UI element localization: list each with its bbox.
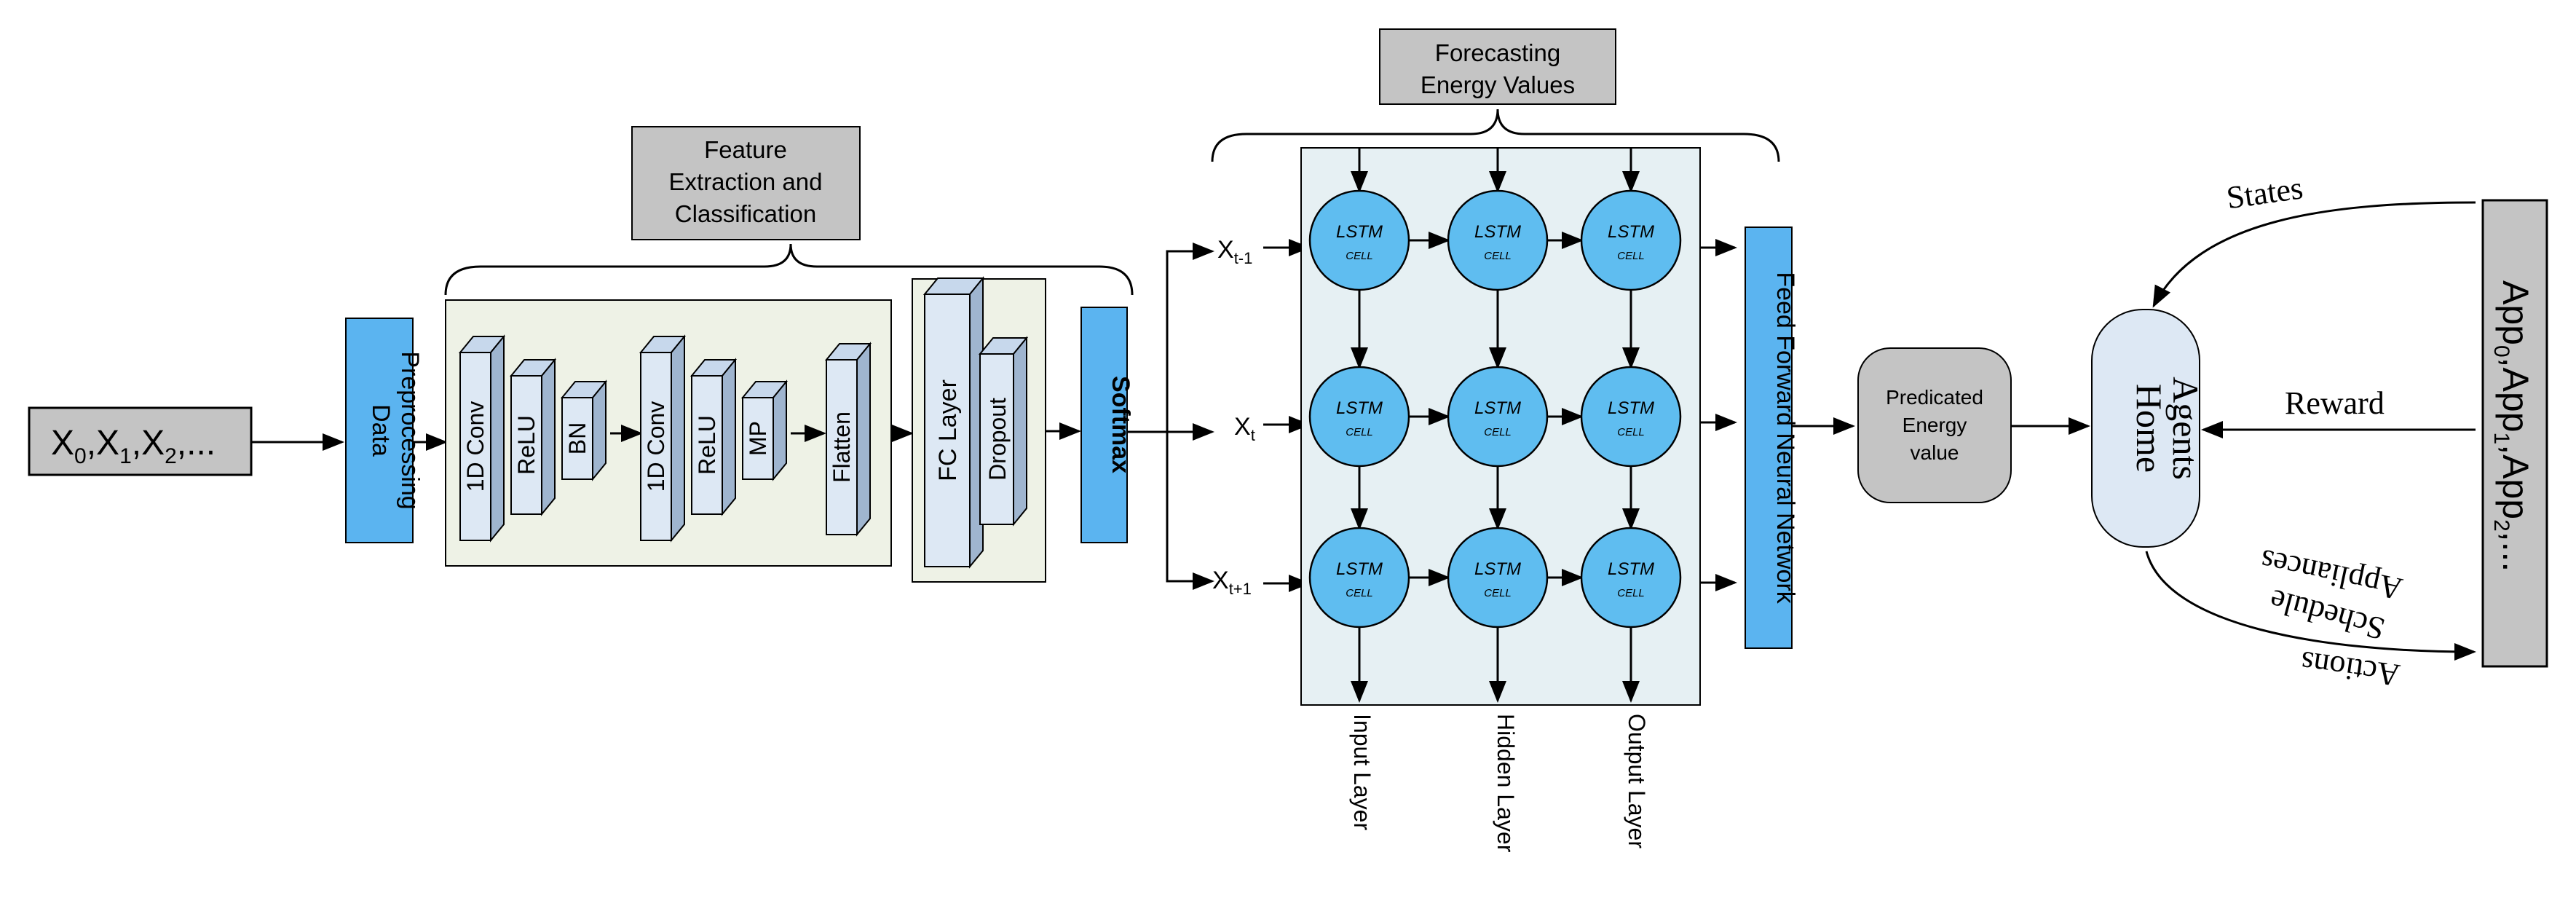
lstm-cell-label: LSTM (1336, 398, 1383, 418)
lstm-cell (1447, 366, 1549, 468)
input-layer-label: Input Layer (1349, 714, 1375, 830)
softmax-label: Softmax (1107, 376, 1134, 473)
agents-label-line2: Agents (2165, 377, 2206, 480)
lstm-cell (1447, 527, 1549, 629)
lstm-cell-sublabel: CELL (1484, 587, 1512, 599)
lstm-cell-sublabel: CELL (1484, 426, 1512, 438)
fc-layer-block: FC Layer (922, 276, 985, 569)
arrow-softmax-to-xt-1 (1166, 243, 1214, 432)
lstm-cell-sublabel: CELL (1617, 250, 1645, 262)
feature-title-line3: Classification (675, 200, 816, 227)
feature-title-line2: Extraction and (669, 168, 823, 195)
dropout-block: Dropout (978, 336, 1029, 527)
feature-brace (444, 243, 1134, 296)
softmax-block: Softmax (1080, 307, 1134, 543)
mp-block: MP (740, 379, 789, 481)
lstm-cell-label: LSTM (1608, 398, 1654, 418)
lstm-cell (1580, 527, 1682, 629)
lstm-grid: LSTM CELL LSTM CELL LSTM CELL LSTM CELL LSTM CELL… (1308, 148, 1682, 703)
conv2-block: 1D Conv (639, 334, 687, 543)
actions-arrow (2145, 551, 2476, 661)
lstm-cell (1308, 527, 1410, 629)
preprocessing-label-1: Data (367, 404, 395, 457)
mp-label: MP (745, 421, 771, 456)
feed-forward-nn-block: Feed Forward Neural Network (1745, 227, 1799, 649)
predicted-line1: Predicated (1886, 386, 1983, 409)
conv1-label: 1D Conv (462, 401, 489, 492)
forecasting-title: Forecasting Energy Values (1379, 28, 1616, 105)
input-label-t-1: Xt-1 (1217, 236, 1252, 267)
output-layer-label: Output Layer (1624, 714, 1650, 848)
lstm-cell-sublabel: CELL (1484, 250, 1512, 262)
predicted-line3: value (1911, 441, 1959, 464)
lstm-cell (1580, 189, 1682, 291)
lstm-cell-label: LSTM (1608, 559, 1654, 579)
reward-label: Reward (2285, 385, 2385, 421)
flatten-block: Flatten (824, 342, 872, 537)
input-sequence-box: X0,X1,X2,... (28, 406, 253, 476)
ffnn-label: Feed Forward Neural Network (1771, 272, 1799, 604)
lstm-cell-sublabel: CELL (1346, 587, 1373, 599)
input-sequence-label: X0,X1,X2,... (51, 424, 216, 468)
input-label-t+1: Xt+1 (1212, 567, 1252, 598)
appliances-environment-box: App0,App1,App2,... (2481, 199, 2548, 668)
lstm-cell-sublabel: CELL (1346, 426, 1373, 438)
lstm-cell-sublabel: CELL (1346, 250, 1373, 262)
states-label: States (2224, 170, 2305, 216)
dropout-label: Dropout (984, 398, 1011, 481)
relu1-block: ReLU (509, 358, 557, 516)
conv2-label: 1D Conv (643, 401, 669, 492)
feature-title-line1: Feature (704, 136, 787, 163)
lstm-cell-label: LSTM (1474, 222, 1521, 242)
bn-label: BN (564, 422, 590, 454)
data-preprocessing-block: Data Preprocessing (345, 318, 424, 543)
lstm-cell-label: LSTM (1608, 222, 1654, 242)
lstm-cell-label: LSTM (1336, 222, 1383, 242)
lstm-cell-sublabel: CELL (1617, 426, 1645, 438)
relu2-label: ReLU (694, 415, 720, 475)
conv1-block: 1D Conv (458, 334, 506, 543)
home-agents-box: Home Agents (2091, 309, 2206, 548)
lstm-cell (1308, 366, 1410, 468)
lstm-cell-label: LSTM (1336, 559, 1383, 579)
input-label-t: Xt (1234, 413, 1255, 444)
lstm-cell (1580, 366, 1682, 468)
predicted-line2: Energy (1903, 414, 1967, 436)
relu2-block: ReLU (690, 358, 738, 516)
lstm-cell-label: LSTM (1474, 398, 1521, 418)
actions-label: Actions (2299, 645, 2402, 694)
preprocessing-label-2: Preprocessing (396, 351, 424, 509)
relu1-label: ReLU (513, 415, 540, 475)
fc-layer-label: FC Layer (934, 379, 962, 481)
states-arrow (2152, 201, 2476, 308)
lstm-cell-sublabel: CELL (1617, 587, 1645, 599)
forecasting-brace (1211, 109, 1780, 162)
lstm-cell-label: LSTM (1474, 559, 1521, 579)
forecast-title-line1: Forecasting (1435, 39, 1560, 66)
hidden-layer-label: Hidden Layer (1493, 714, 1519, 853)
flatten-label: Flatten (829, 411, 855, 483)
agents-label-line1: Home (2129, 384, 2170, 473)
arrow-softmax-to-xt+1 (1166, 432, 1214, 590)
appliances-label: App0,App1,App2,... (2489, 280, 2536, 572)
feature-extraction-title: Feature Extraction and Classification (631, 126, 861, 240)
predicted-energy-box: Predicated Energy value (1857, 347, 2012, 503)
bn-block: BN (560, 379, 608, 481)
lstm-cell (1308, 189, 1410, 291)
lstm-cell (1447, 189, 1549, 291)
forecast-title-line2: Energy Values (1421, 71, 1575, 98)
